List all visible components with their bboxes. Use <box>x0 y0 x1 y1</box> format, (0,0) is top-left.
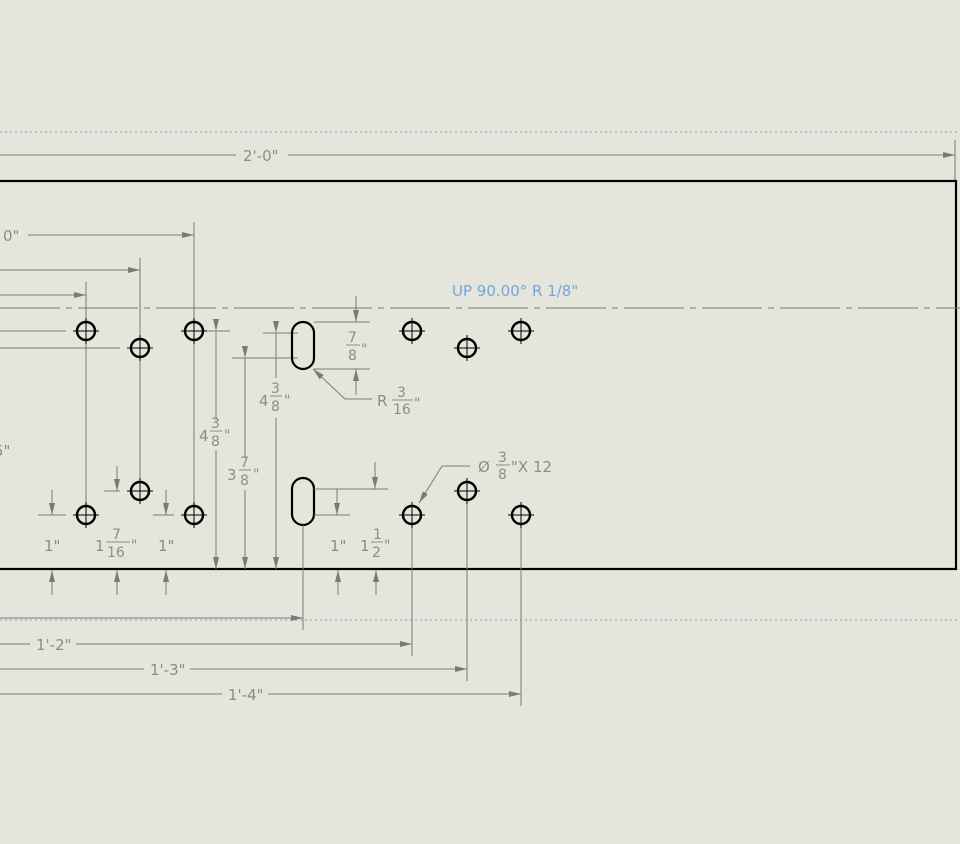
svg-text:8: 8 <box>271 399 280 415</box>
svg-text:": " <box>224 428 230 444</box>
svg-text:8: 8 <box>211 434 220 450</box>
svg-text:3: 3 <box>397 385 406 401</box>
svg-text:1: 1 <box>373 527 382 543</box>
hole <box>454 478 480 504</box>
bottom-dim-4: 1" <box>330 537 346 555</box>
hole <box>454 335 480 361</box>
dim-1-3: 1'-3" <box>150 661 186 679</box>
hole <box>508 502 534 528</box>
hole <box>399 318 425 344</box>
hole-callout: Ø 3 8 "X 12 <box>478 450 552 483</box>
svg-text:": " <box>361 342 367 358</box>
svg-text:7: 7 <box>112 527 121 543</box>
hole <box>181 318 207 344</box>
svg-text:R: R <box>377 392 387 410</box>
svg-text:": " <box>253 467 259 483</box>
bottom-dim-3: 1" <box>158 537 174 555</box>
hole <box>73 318 99 344</box>
hole <box>127 478 153 504</box>
svg-text:4: 4 <box>259 392 269 410</box>
slot-radius-callout: R 3 16 " <box>377 385 420 418</box>
svg-text:3: 3 <box>271 381 280 397</box>
hole <box>73 502 99 528</box>
bend-note: UP 90.00° R 1/8" <box>452 282 578 300</box>
vertical-dim-3: 4 3 8 " <box>259 381 290 415</box>
svg-text:3: 3 <box>498 450 507 466</box>
slot-length-dim: 7 8 " <box>346 330 367 364</box>
svg-text:16: 16 <box>393 402 411 418</box>
svg-text:": " <box>131 538 137 554</box>
vertical-dim-2: 3 7 8 " <box>227 455 259 489</box>
hole <box>508 318 534 344</box>
svg-text:": " <box>284 393 290 409</box>
svg-text:16: 16 <box>107 545 125 561</box>
vertical-dim-1: 4 3 8 " <box>199 416 230 450</box>
svg-text:": " <box>384 538 390 554</box>
svg-text:1: 1 <box>360 537 370 555</box>
svg-text:8: 8 <box>498 467 507 483</box>
partial-top-dim: 0" <box>3 227 19 245</box>
hole <box>399 502 425 528</box>
svg-text:4: 4 <box>199 427 209 445</box>
svg-text:"X 12: "X 12 <box>511 458 552 476</box>
svg-text:Ø: Ø <box>478 458 490 476</box>
svg-text:7: 7 <box>240 455 249 471</box>
slot-top <box>290 320 316 371</box>
partial-left-dim: 5" <box>0 442 10 460</box>
bottom-dim-5: 1 1 2 " <box>360 527 390 561</box>
svg-text:8: 8 <box>240 473 249 489</box>
dim-1-2: 1'-2" <box>36 636 72 654</box>
svg-text:2: 2 <box>372 545 381 561</box>
bottom-dim-1: 1" <box>44 537 60 555</box>
svg-text:1: 1 <box>95 537 105 555</box>
slot-bottom <box>290 476 316 527</box>
overall-width-dim: 2'-0" <box>243 147 279 165</box>
part-outline <box>0 179 958 571</box>
svg-text:3: 3 <box>227 466 237 484</box>
svg-text:8: 8 <box>348 348 357 364</box>
hole <box>127 335 153 361</box>
svg-text:": " <box>414 396 420 412</box>
hole <box>181 502 207 528</box>
dim-1-4: 1'-4" <box>228 686 264 704</box>
bottom-dim-2: 1 7 16 " <box>95 527 137 561</box>
svg-text:3: 3 <box>211 416 220 432</box>
svg-text:7: 7 <box>348 330 357 346</box>
